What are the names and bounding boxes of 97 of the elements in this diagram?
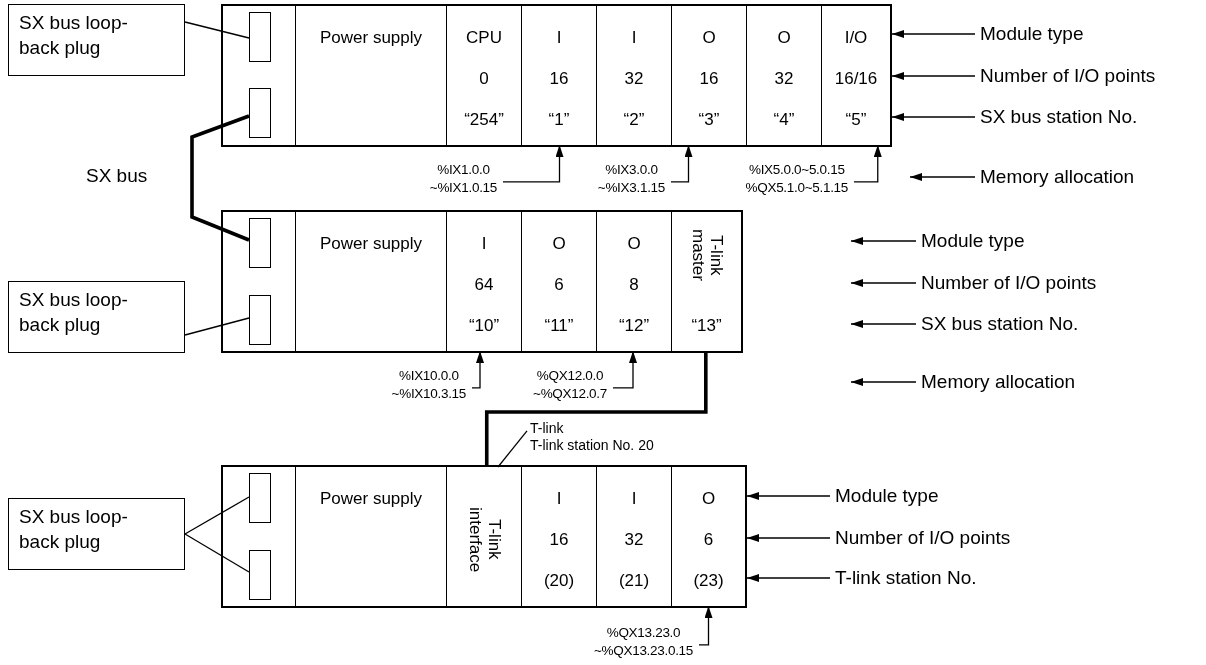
row-label: Module type xyxy=(921,229,1111,253)
module-label: I xyxy=(556,27,562,48)
module-label: 16/16 xyxy=(834,68,878,89)
bus-line xyxy=(190,114,250,242)
arrow xyxy=(612,350,637,389)
rack-box xyxy=(221,210,743,353)
row-label: Memory allocation xyxy=(921,370,1111,394)
module-label: I xyxy=(481,233,487,254)
leader-line xyxy=(184,496,250,535)
rack-box xyxy=(221,465,747,608)
plug-slot xyxy=(249,12,271,62)
arrow xyxy=(850,378,917,386)
module-label: I xyxy=(556,488,562,509)
row-label: SX bus station No. xyxy=(980,105,1170,129)
module-label: 6 xyxy=(554,274,564,295)
arrow xyxy=(670,144,693,183)
plug-slot xyxy=(249,473,271,523)
memory-address: %QX12.0.0 ~%QX12.0.7 xyxy=(533,367,607,403)
module-label: I xyxy=(631,27,637,48)
row-label: Number of I/O points xyxy=(921,271,1111,295)
memory-address: %IX3.0.0 ~%IX3.1.15 xyxy=(597,161,665,197)
arrow xyxy=(853,144,882,183)
module-label: “11” xyxy=(544,315,574,336)
module-label: “4” xyxy=(773,109,795,130)
plug-slot xyxy=(249,88,271,138)
module-label: T-link master xyxy=(687,229,726,281)
arrow xyxy=(891,72,976,80)
module-label: (21) xyxy=(618,570,650,591)
arrow xyxy=(746,534,831,542)
arrow xyxy=(891,30,976,38)
row-label: Number of I/O points xyxy=(980,64,1170,88)
bus-line xyxy=(484,351,708,467)
module-label: “2” xyxy=(623,109,645,130)
module-label: I/O xyxy=(844,27,868,48)
module-label: CPU xyxy=(466,27,502,48)
row-label: Number of I/O points xyxy=(835,526,1025,550)
module-label: 0 xyxy=(479,68,489,89)
module-label: 16 xyxy=(549,68,569,89)
module-label: Power supply xyxy=(319,27,423,48)
arrow xyxy=(698,605,713,646)
note-text: T-link xyxy=(530,420,565,437)
arrow xyxy=(746,574,831,582)
module-label: “1” xyxy=(548,109,570,130)
module-label: O xyxy=(701,488,716,509)
module-label: O xyxy=(627,233,641,254)
module-label: “3” xyxy=(698,109,720,130)
module-label: I xyxy=(631,488,637,509)
arrow xyxy=(909,173,976,181)
plug-slot xyxy=(249,295,271,345)
note-text: T-link station No. 20 xyxy=(530,437,655,454)
arrow xyxy=(850,237,917,245)
row-label: Module type xyxy=(980,22,1170,46)
module-label: 16 xyxy=(549,529,569,550)
arrow xyxy=(850,320,917,328)
module-label: Power supply xyxy=(319,233,423,254)
module-label: 32 xyxy=(624,68,644,89)
module-label: “5” xyxy=(845,109,867,130)
module-label: 8 xyxy=(629,274,639,295)
module-label: 32 xyxy=(774,68,794,89)
leader-line xyxy=(184,533,250,573)
row-label: SX bus station No. xyxy=(921,312,1111,336)
module-label: O xyxy=(702,27,716,48)
callout-box: SX bus loop-back plug xyxy=(8,498,185,570)
leader-line xyxy=(497,430,528,468)
module-label: 16 xyxy=(699,68,719,89)
module-label: Power supply xyxy=(319,488,423,509)
module-label: O xyxy=(777,27,791,48)
module-label: 32 xyxy=(624,529,644,550)
module-label: (23) xyxy=(693,570,724,591)
plug-slot xyxy=(249,550,271,600)
rack-box xyxy=(221,4,892,147)
memory-address: %IX5.0.0~5.0.15 %QX5.1.0~5.1.15 xyxy=(745,161,848,197)
module-label: “12” xyxy=(618,315,650,336)
leader-line xyxy=(184,317,250,336)
callout-box: SX bus loop-back plug xyxy=(8,281,185,353)
arrow xyxy=(746,492,831,500)
callout-box: SX bus loop-back plug xyxy=(8,4,185,76)
leader-line xyxy=(184,21,250,39)
module-label: O xyxy=(552,233,566,254)
row-label: Module type xyxy=(835,484,1025,508)
module-label: “254” xyxy=(464,109,504,130)
arrow xyxy=(891,113,976,121)
module-label: 6 xyxy=(703,529,714,550)
memory-address: %IX1.0.0 ~%IX1.0.15 xyxy=(429,161,497,197)
module-label: T-link interface xyxy=(465,506,503,573)
arrow xyxy=(850,279,917,287)
module-label: (20) xyxy=(543,570,575,591)
arrow xyxy=(502,144,564,183)
module-label: “10” xyxy=(468,315,500,336)
memory-address: %IX10.0.0 ~%IX10.3.15 xyxy=(391,367,466,403)
module-label: 64 xyxy=(474,274,494,295)
row-label: T-link station No. xyxy=(835,566,1025,590)
module-label: “13” xyxy=(691,315,722,336)
arrow xyxy=(471,350,484,389)
row-label: Memory allocation xyxy=(980,165,1170,189)
plug-slot xyxy=(249,218,271,268)
memory-address: %QX13.23.0 ~%QX13.23.0.15 xyxy=(594,624,693,660)
